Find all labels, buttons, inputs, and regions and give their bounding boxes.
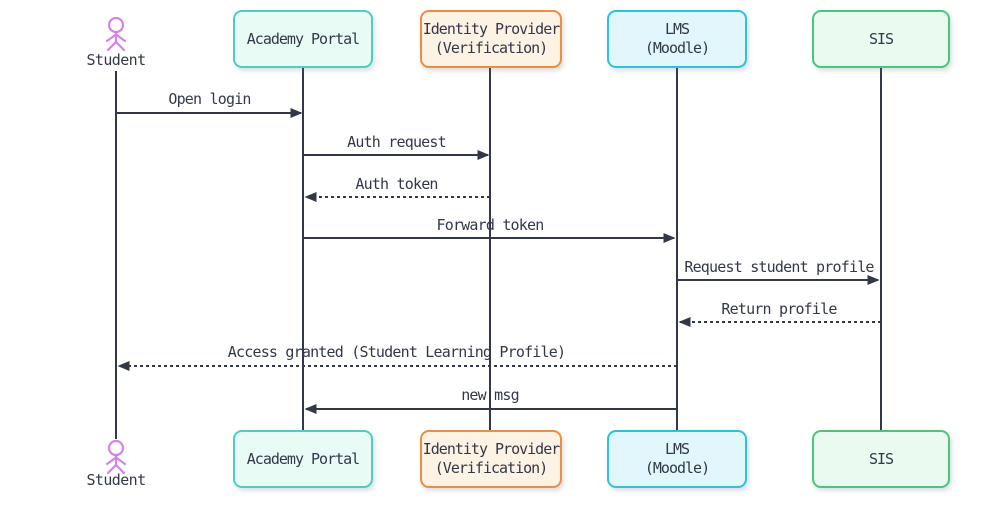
- participant-academy-portal-bottom: Academy Portal: [233, 430, 373, 488]
- participant-identity-provider-top: Identity Provider (Verification): [420, 10, 562, 68]
- participant-lms-bottom: LMS (Moodle): [607, 430, 747, 488]
- actor-label-student-top: Student: [86, 51, 146, 69]
- actor-label-student-bottom: Student: [86, 471, 146, 489]
- student-actor-icon-top: [105, 16, 127, 52]
- participant-label: SIS: [868, 29, 894, 48]
- message-label-open-login: Open login: [168, 90, 251, 108]
- participant-label: Identity Provider (Verification): [422, 440, 561, 477]
- message-label-auth-token: Auth token: [355, 175, 438, 193]
- student-actor-icon-bottom: [105, 439, 127, 475]
- participant-label: Academy Portal: [246, 29, 360, 48]
- message-label-auth-request: Auth request: [347, 133, 447, 151]
- participant-sis-bottom: SIS: [812, 430, 950, 488]
- participant-lms-top: LMS (Moodle): [607, 10, 747, 68]
- message-label-access-granted: Access granted (Student Learning Profile…: [227, 343, 566, 361]
- message-label-request-student-profile: Request student profile: [684, 258, 874, 276]
- participant-label: LMS (Moodle): [644, 20, 710, 57]
- message-label-return-profile: Return profile: [721, 300, 837, 318]
- participant-label: SIS: [868, 449, 894, 468]
- message-label-forward-token: Forward token: [436, 216, 544, 234]
- participant-academy-portal-top: Academy Portal: [233, 10, 373, 68]
- message-label-new-msg: new msg: [461, 386, 519, 404]
- participant-label: Academy Portal: [246, 449, 360, 468]
- participant-identity-provider-bottom: Identity Provider (Verification): [420, 430, 562, 488]
- participant-sis-top: SIS: [812, 10, 950, 68]
- participant-label: LMS (Moodle): [644, 440, 710, 477]
- participant-label: Identity Provider (Verification): [422, 20, 561, 57]
